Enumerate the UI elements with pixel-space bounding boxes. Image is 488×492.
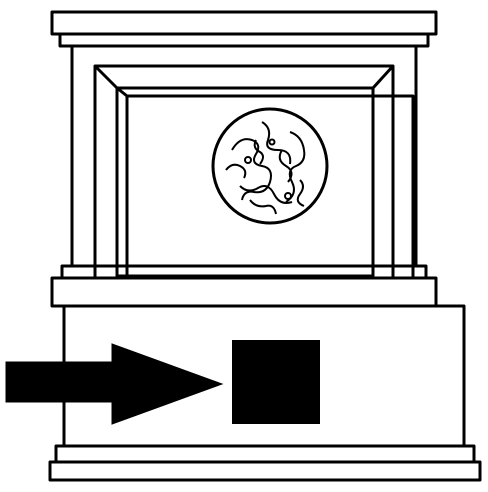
coin-medallion [213, 109, 327, 223]
inner-panel [127, 96, 413, 278]
solid-square [232, 340, 320, 424]
bottom-plinth [50, 446, 480, 480]
upper-frame [72, 46, 416, 278]
middle-ledge [52, 266, 436, 306]
top-cornice [52, 12, 436, 46]
right-arrow [6, 344, 222, 424]
